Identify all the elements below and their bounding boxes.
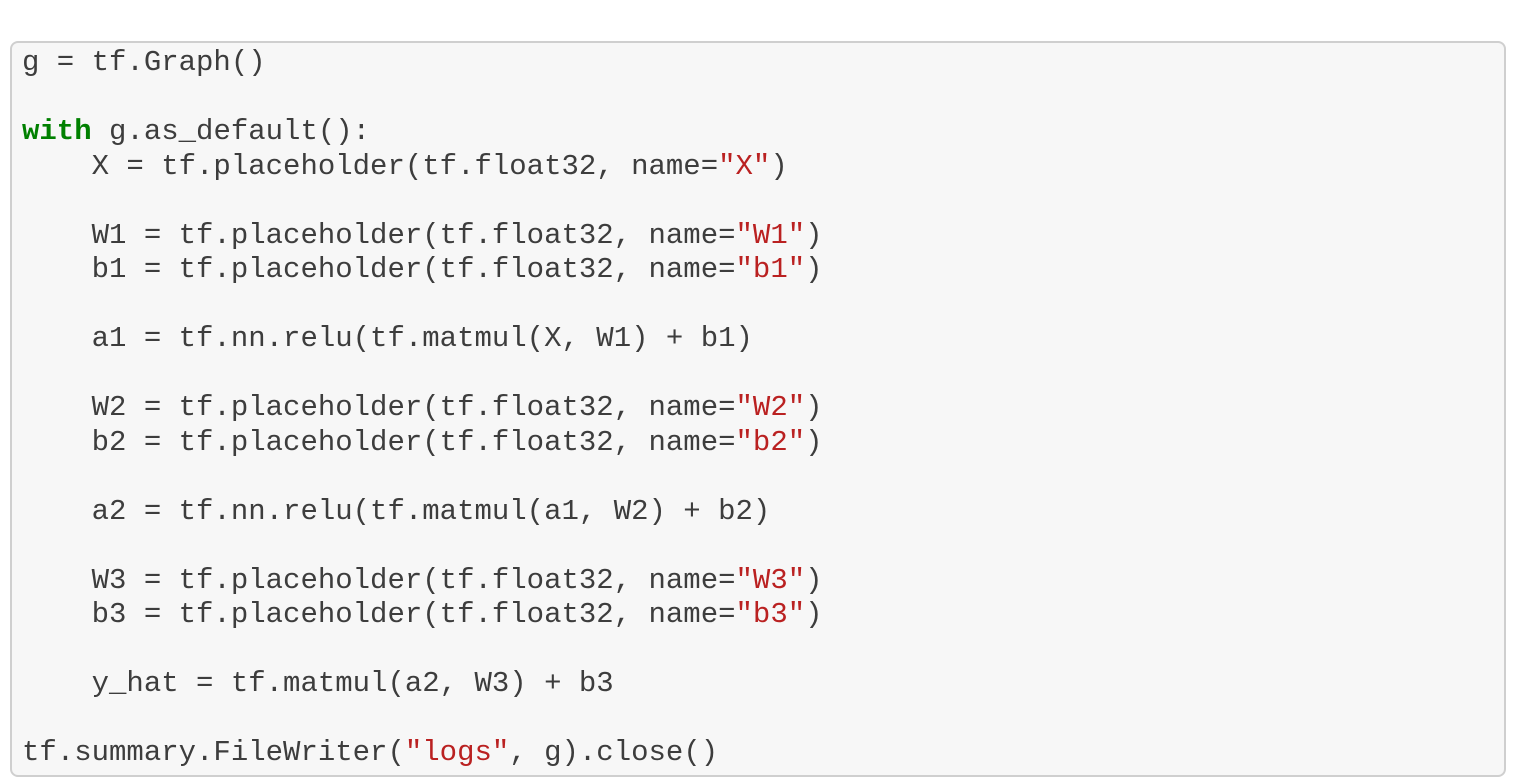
code-token-plain: , g).close() (509, 736, 719, 769)
code-line: b3 = tf.placeholder(tf.float32, name="b3… (22, 598, 1494, 633)
code-line: W1 = tf.placeholder(tf.float32, name="W1… (22, 219, 1494, 254)
code-line: a1 = tf.nn.relu(tf.matmul(X, W1) + b1) (22, 322, 1494, 357)
code-token-string: "b2" (735, 425, 806, 459)
code-line: X = tf.placeholder(tf.float32, name="X") (22, 150, 1494, 185)
code-token-plain: X = tf.placeholder(tf.float32, name= (22, 149, 719, 183)
code-line: a2 = tf.nn.relu(tf.matmul(a1, W2) + b2) (22, 495, 1494, 530)
code-token-plain: b1 = tf.placeholder(tf.float32, name= (22, 253, 736, 286)
code-token-string: "W2" (735, 391, 806, 424)
code-token-plain: ) (805, 218, 823, 252)
code-line: W2 = tf.placeholder(tf.float32, name="W2… (22, 391, 1494, 426)
code-token-plain: g.as_default(): (91, 115, 371, 148)
code-token-plain: ) (805, 563, 823, 597)
code-line: W3 = tf.placeholder(tf.float32, name="W3… (22, 564, 1494, 599)
code-token-plain: b3 = tf.placeholder(tf.float32, name= (22, 598, 736, 631)
code-token-plain: W1 = tf.placeholder(tf.float32, name= (22, 218, 736, 252)
code-line (22, 288, 1494, 323)
code-line (22, 357, 1494, 392)
code-token-plain: ) (770, 149, 788, 183)
code-token-string: "b1" (735, 253, 806, 286)
code-line (22, 81, 1494, 116)
code-line: with g.as_default(): (22, 115, 1494, 150)
code-line (22, 633, 1494, 668)
code-line: b1 = tf.placeholder(tf.float32, name="b1… (22, 253, 1494, 288)
code-line: b2 = tf.placeholder(tf.float32, name="b2… (22, 426, 1494, 461)
code-line: y_hat = tf.matmul(a2, W3) + b3 (22, 667, 1494, 702)
code-token-string: "X" (718, 149, 771, 183)
code-token-plain: a2 = tf.nn.relu(tf.matmul(a1, W2) + b2) (22, 494, 771, 528)
code-line (22, 702, 1494, 737)
code-line (22, 460, 1494, 495)
code-token-plain: W3 = tf.placeholder(tf.float32, name= (22, 563, 736, 597)
code-token-plain: tf.summary.FileWriter( (22, 736, 405, 769)
code-token-string: "logs" (404, 736, 510, 769)
code-line: tf.summary.FileWriter("logs", g).close() (22, 736, 1494, 771)
code-block: g = tf.Graph() with g.as_default(): X = … (10, 41, 1506, 777)
code-token-string: "W3" (735, 563, 806, 597)
code-line (22, 529, 1494, 564)
code-line (22, 184, 1494, 219)
code-token-plain: ) (805, 253, 823, 286)
code-token-keyword: with (22, 115, 92, 148)
code-token-plain: a1 = tf.nn.relu(tf.matmul(X, W1) + b1) (22, 322, 753, 355)
code-token-plain: ) (805, 425, 823, 459)
code-token-plain: ) (805, 391, 823, 424)
code-token-plain: g = tf.Graph() (22, 46, 266, 79)
code-token-string: "b3" (735, 598, 806, 631)
code-token-plain: W2 = tf.placeholder(tf.float32, name= (22, 391, 736, 424)
code-line: g = tf.Graph() (22, 46, 1494, 81)
code-token-string: "W1" (735, 218, 806, 252)
code-token-plain: y_hat = tf.matmul(a2, W3) + b3 (22, 667, 614, 700)
code-token-plain: b2 = tf.placeholder(tf.float32, name= (22, 425, 736, 459)
code-token-plain: ) (805, 598, 823, 631)
